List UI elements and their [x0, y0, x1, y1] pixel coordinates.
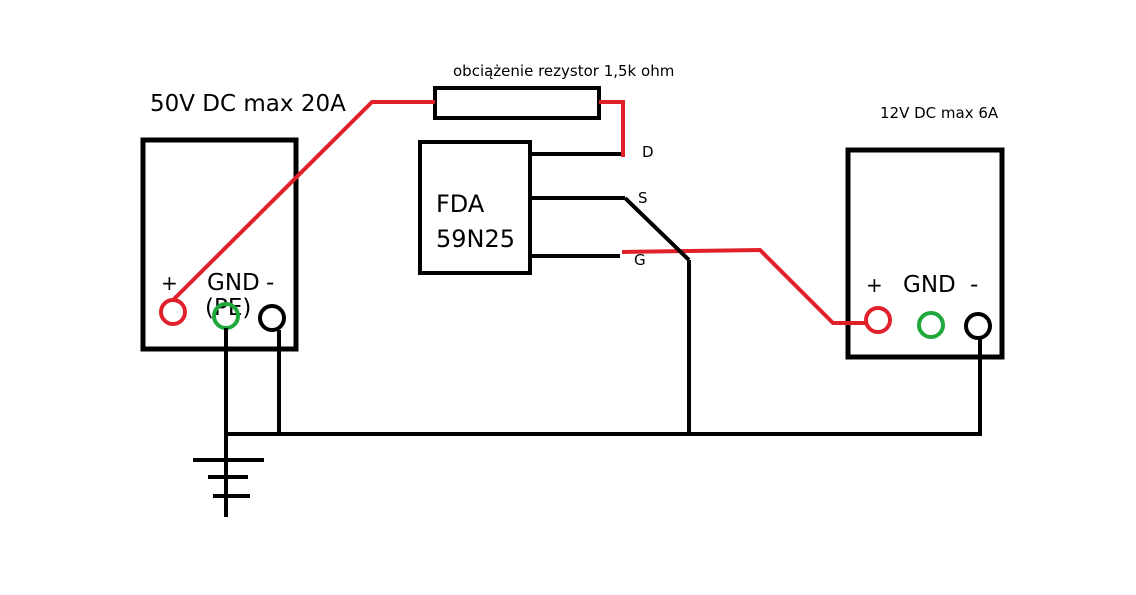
mosfet-pin-d-label: D	[642, 143, 654, 161]
mosfet-label-line1: FDA	[436, 190, 485, 218]
mosfet-pin-s-label: S	[638, 189, 648, 207]
psu-left-box	[140, 137, 299, 352]
psu-right-plus-label: +	[866, 273, 883, 297]
wire-source-diagonal	[623, 196, 691, 262]
psu-left-plus-label: +	[161, 271, 178, 295]
psu-right-plus-terminal	[864, 306, 892, 334]
psu-right-gnd-terminal	[917, 311, 945, 339]
resistor-label: obciążenie rezystor 1,5k ohm	[453, 62, 674, 80]
psu-left-plus-terminal	[159, 298, 187, 326]
psu-right-gnd-label: GND	[903, 272, 956, 298]
mosfet-label-line2: 59N25	[436, 225, 515, 253]
psu-right-box	[845, 147, 1005, 360]
earth-ground-icon	[193, 458, 264, 498]
psu-left-minus-label: -	[266, 270, 274, 296]
resistor-body	[433, 86, 601, 120]
psu-left-gnd-label: GND	[207, 270, 260, 296]
mosfet-pin-g-label: G	[634, 251, 646, 269]
psu-right-minus-label: -	[970, 272, 978, 298]
psu-left-minus-terminal	[258, 304, 286, 332]
psu-right-minus-terminal	[964, 312, 992, 340]
wire-gate-to-right-plus	[621, 247, 866, 325]
psu-right-title: 12V DC max 6A	[880, 104, 999, 122]
wire-left-plus-to-resistor	[171, 100, 435, 302]
mosfet-body	[418, 140, 532, 275]
psu-left-title: 50V DC max 20A	[150, 91, 346, 117]
psu-left-pe-label: (PE)	[205, 295, 251, 321]
wire-resistor-to-drain	[599, 100, 625, 157]
